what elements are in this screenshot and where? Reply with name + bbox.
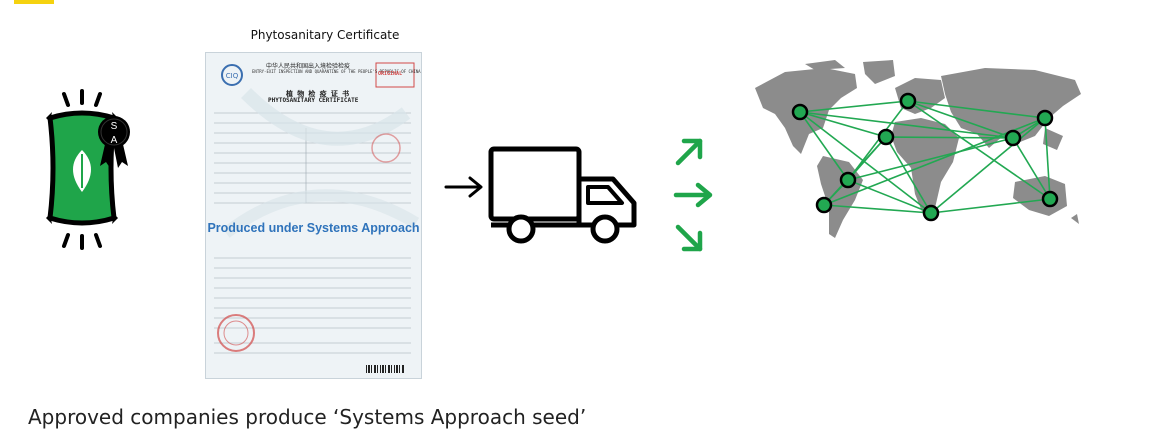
cert-header-en: ENTRY-EXIT INSPECTION AND QUARANTINE OF … (252, 69, 421, 74)
svg-text:CIQ: CIQ (226, 72, 239, 80)
badge-letter-s: S (111, 121, 118, 132)
network-node (922, 204, 940, 222)
network-node (839, 171, 857, 189)
network-node (791, 103, 809, 121)
cert-header-cn: 中华人民共和国出入境检验检疫 (266, 63, 351, 70)
phytosanitary-certificate: CIQ (205, 52, 422, 379)
dispatch-arrows-icon (673, 138, 713, 252)
seed-bag-icon: S A (46, 89, 130, 250)
network-node (899, 92, 917, 110)
network-node (1004, 129, 1022, 147)
truck-icon (488, 146, 637, 244)
cert-doc-title-en: PHYTOSANITARY CERTIFICATE (268, 97, 359, 104)
arrow-right-icon (444, 176, 483, 198)
systems-approach-label: Produced under Systems Approach (207, 221, 420, 235)
certificate-texture: CIQ (214, 62, 420, 373)
accent-bar (14, 0, 54, 4)
world-map-icon (755, 60, 1081, 238)
sa-badge-icon (98, 116, 130, 168)
network-node (1041, 190, 1059, 208)
network-node (1036, 109, 1054, 127)
cert-doc-title-cn: 植 物 检 疫 证 书 (286, 90, 350, 98)
badge-letter-a: A (111, 135, 118, 146)
cert-stamp-original: ORIGINAL (378, 71, 403, 77)
caption: Approved companies produce ‘Systems Appr… (28, 405, 587, 429)
network-node (877, 128, 895, 146)
network-node (815, 196, 833, 214)
certificate-title: Phytosanitary Certificate (250, 28, 400, 42)
